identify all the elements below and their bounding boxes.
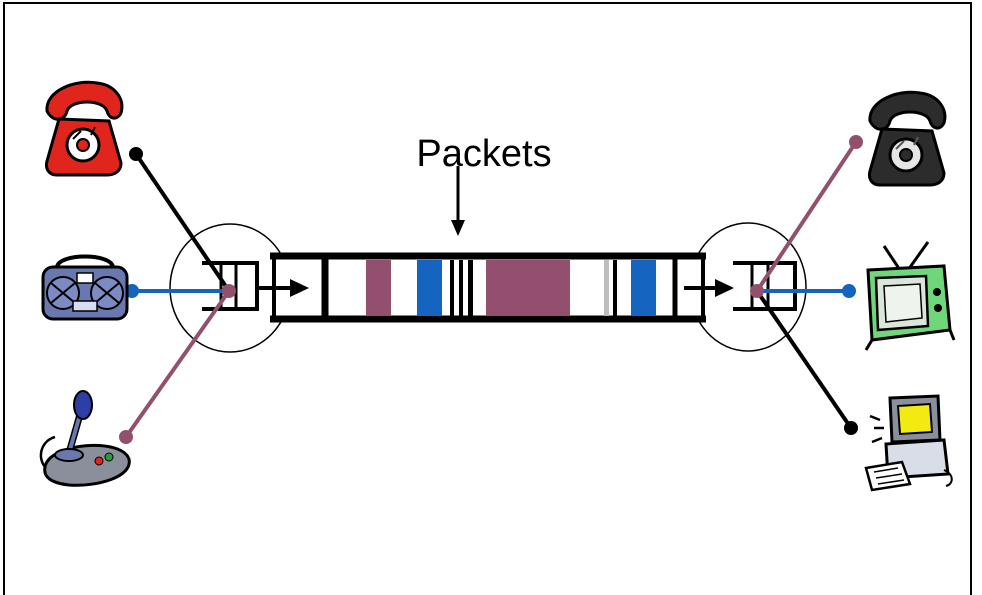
telephone-icon	[868, 90, 947, 187]
connection-dot	[849, 135, 863, 149]
packet	[459, 260, 463, 316]
joystick-connection-line	[124, 289, 231, 439]
left-connections	[119, 147, 236, 444]
demux-junction-dot	[750, 284, 764, 298]
connection-dot	[119, 430, 133, 444]
packet	[450, 260, 454, 316]
joystick-icon	[39, 390, 131, 487]
packet	[613, 260, 617, 316]
computer-icon	[864, 394, 953, 492]
packet	[366, 260, 391, 316]
packet-stream	[366, 260, 656, 316]
television-icon	[864, 241, 956, 351]
packets-label: Packets	[416, 133, 551, 175]
phone-connection-line	[755, 140, 858, 293]
connection-dot	[844, 421, 858, 435]
computer-connection-line	[755, 289, 853, 430]
packet	[486, 260, 570, 316]
packet	[417, 260, 442, 316]
mux-junction-dot	[222, 284, 236, 298]
slide-frame	[3, 2, 972, 595]
packets-pointer-arrow	[451, 166, 465, 236]
right-connections	[750, 135, 863, 435]
telephone-icon	[45, 80, 124, 177]
packet	[468, 260, 473, 316]
left-arrow-into-link	[259, 279, 309, 297]
connection-dot	[129, 147, 143, 161]
packet	[604, 260, 609, 316]
packet	[631, 260, 656, 316]
right-arrow-out-of-link	[684, 279, 734, 297]
radio-icon	[41, 254, 129, 321]
phone-connection-line	[134, 152, 231, 293]
connection-dot	[842, 284, 856, 298]
right-queue-symbol	[733, 261, 797, 311]
